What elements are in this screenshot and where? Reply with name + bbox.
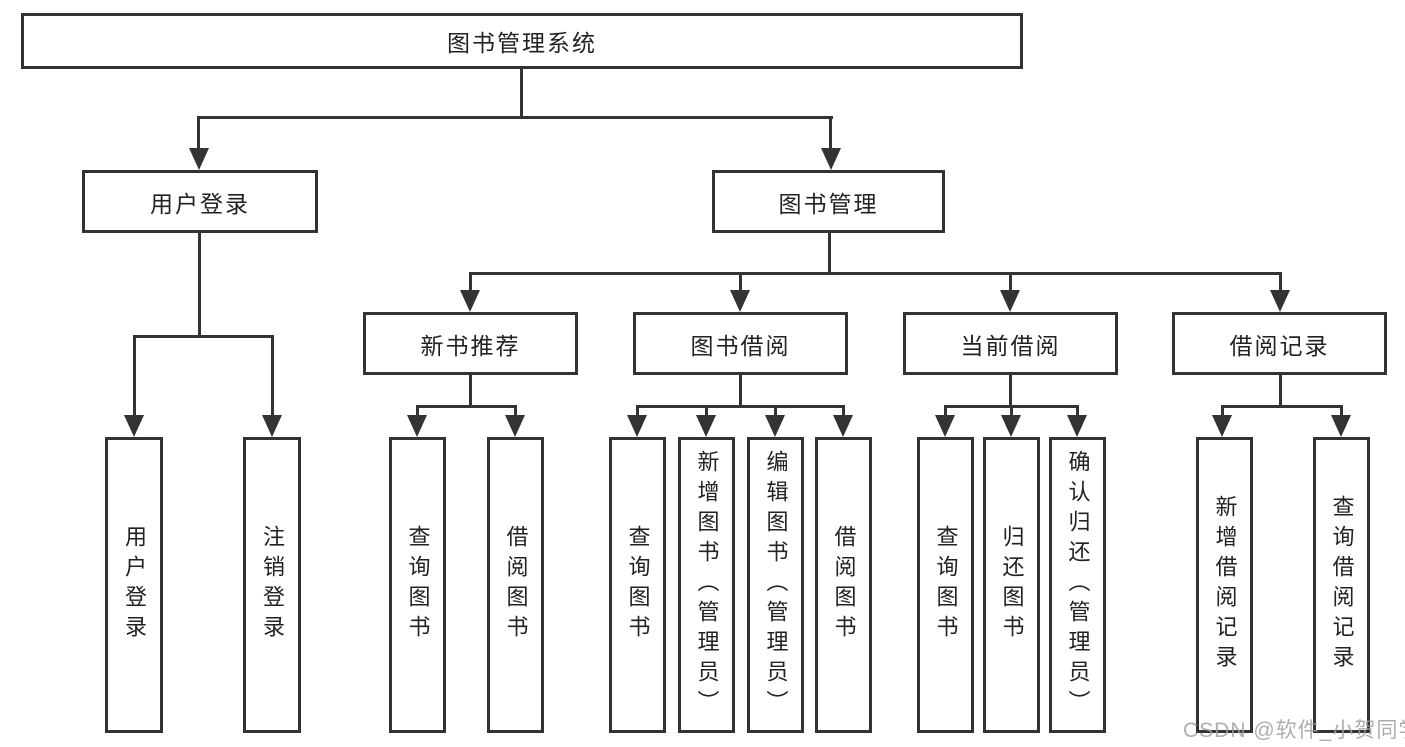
connector-line bbox=[828, 233, 831, 274]
leaf-query-borrow-record: 查询借阅记录 bbox=[1313, 437, 1370, 733]
connector-arrowhead bbox=[189, 148, 209, 170]
leaf-borrow-books: 借阅图书 bbox=[487, 437, 544, 733]
connector-arrowhead bbox=[821, 148, 841, 170]
leaf-label: 确认归还（管理员） bbox=[1065, 450, 1091, 720]
node-current-borrow: 当前借阅 bbox=[903, 312, 1118, 375]
leaf-edit-books-admin: 编辑图书（管理员） bbox=[747, 437, 804, 733]
leaf-add-borrow-record: 新增借阅记录 bbox=[1196, 437, 1253, 733]
leaf-label: 用户登录 bbox=[122, 525, 147, 645]
connector-line bbox=[842, 405, 845, 419]
connector-line bbox=[636, 405, 639, 419]
connector-arrowhead bbox=[833, 415, 853, 437]
connector-line bbox=[944, 405, 947, 419]
connector-line bbox=[1221, 405, 1343, 408]
connector-line bbox=[1221, 405, 1224, 419]
connector-line bbox=[705, 405, 708, 419]
connector-arrowhead bbox=[1001, 415, 1021, 437]
connector-arrowhead bbox=[505, 415, 525, 437]
node-user-login: 用户登录 bbox=[82, 170, 318, 233]
connector-line bbox=[469, 272, 472, 294]
connector-line bbox=[469, 272, 1282, 275]
connector-arrowhead bbox=[765, 415, 785, 437]
node-book-borrow: 图书借阅 bbox=[633, 312, 848, 375]
connector-line bbox=[198, 233, 201, 337]
connector-arrowhead bbox=[460, 290, 480, 312]
connector-line bbox=[739, 375, 742, 407]
leaf-label: 查询借阅记录 bbox=[1329, 495, 1355, 675]
leaf-query-books: 查询图书 bbox=[609, 437, 666, 733]
connector-arrowhead bbox=[935, 415, 955, 437]
leaf-label: 注销登录 bbox=[260, 525, 285, 645]
leaf-add-books-admin: 新增图书（管理员） bbox=[678, 437, 735, 733]
connector-arrowhead bbox=[1270, 290, 1290, 312]
leaf-label: 借阅图书 bbox=[503, 525, 529, 645]
connector-arrowhead bbox=[696, 415, 716, 437]
leaf-label: 查询图书 bbox=[405, 525, 431, 645]
leaf-label: 归还图书 bbox=[999, 525, 1025, 645]
csdn-watermark: CSDN @软件_小贺同学 bbox=[1183, 719, 1405, 742]
connector-line bbox=[1009, 375, 1012, 407]
connector-line bbox=[1009, 272, 1012, 294]
connector-line bbox=[514, 405, 517, 419]
leaf-label: 编辑图书（管理员） bbox=[763, 450, 789, 720]
connector-line bbox=[133, 335, 274, 338]
connector-line bbox=[739, 272, 742, 294]
connector-arrowhead bbox=[1331, 415, 1351, 437]
connector-line bbox=[1340, 405, 1343, 419]
connector-arrowhead bbox=[124, 415, 144, 437]
leaf-label: 查询图书 bbox=[933, 525, 959, 645]
connector-arrowhead bbox=[1000, 290, 1020, 312]
connector-line bbox=[1010, 405, 1013, 419]
connector-line bbox=[1279, 375, 1282, 407]
connector-line bbox=[829, 116, 832, 152]
connector-line bbox=[774, 405, 777, 419]
connector-line bbox=[133, 335, 136, 417]
connector-arrowhead bbox=[627, 415, 647, 437]
connector-line bbox=[416, 405, 419, 419]
connector-line bbox=[1076, 405, 1079, 419]
connector-arrowhead bbox=[407, 415, 427, 437]
leaf-label: 查询图书 bbox=[625, 525, 651, 645]
connector-line bbox=[469, 375, 472, 407]
leaf-return-books: 归还图书 bbox=[983, 437, 1040, 733]
connector-line bbox=[197, 116, 200, 152]
connector-arrowhead bbox=[1067, 415, 1087, 437]
connector-line bbox=[636, 405, 845, 408]
leaf-logout: 注销登录 bbox=[243, 437, 301, 733]
connector-line bbox=[1279, 272, 1282, 294]
connector-arrowhead bbox=[262, 415, 282, 437]
leaf-query-books: 查询图书 bbox=[389, 437, 446, 733]
connector-line bbox=[271, 335, 274, 417]
leaf-borrow-books: 借阅图书 bbox=[815, 437, 872, 733]
connector-line bbox=[197, 116, 833, 119]
leaf-confirm-return-admin: 确认归还（管理员） bbox=[1049, 437, 1106, 733]
leaf-label: 借阅图书 bbox=[831, 525, 857, 645]
connector-line bbox=[520, 69, 523, 118]
node-book-management: 图书管理 bbox=[712, 170, 945, 233]
leaf-label: 新增图书（管理员） bbox=[694, 450, 720, 720]
node-borrow-records: 借阅记录 bbox=[1172, 312, 1387, 375]
leaf-user-login: 用户登录 bbox=[105, 437, 163, 733]
connector-arrowhead bbox=[730, 290, 750, 312]
connector-line bbox=[416, 405, 517, 408]
connector-arrowhead bbox=[1212, 415, 1232, 437]
node-root: 图书管理系统 bbox=[21, 13, 1023, 69]
node-new-book-recommend: 新书推荐 bbox=[363, 312, 578, 375]
leaf-label: 新增借阅记录 bbox=[1212, 495, 1238, 675]
leaf-query-books: 查询图书 bbox=[917, 437, 974, 733]
